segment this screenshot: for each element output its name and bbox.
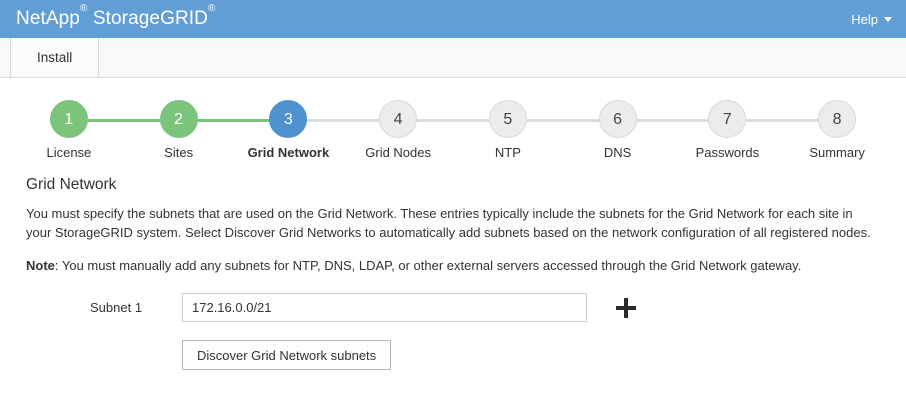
step-label-ntp: NTP: [494, 145, 521, 160]
wizard-step-license[interactable]: 1 License: [14, 100, 124, 160]
help-menu[interactable]: Help: [851, 12, 892, 27]
tab-install[interactable]: Install: [10, 38, 100, 77]
step-label-dns: DNS: [603, 145, 632, 160]
step-label-sites: Sites: [164, 145, 194, 160]
wizard-step-dns[interactable]: 6 DNS: [507, 100, 673, 160]
step-label-grid-network: Grid Network: [247, 145, 330, 160]
step-label-license: License: [46, 145, 92, 160]
step-circle-4[interactable]: 4: [379, 100, 418, 138]
step-label-summary: Summary: [809, 145, 865, 160]
step-connector: [507, 119, 618, 122]
step-connector: [68, 119, 179, 122]
brand-title: NetApp® StorageGRID®: [16, 3, 215, 30]
brand-storagegrid: StorageGRID: [92, 8, 208, 29]
step-circle-6[interactable]: 6: [598, 100, 637, 138]
step-connector: [727, 119, 838, 122]
help-label: Help: [851, 11, 878, 27]
brand-netapp: NetApp: [16, 8, 80, 29]
subnet-1-input[interactable]: [182, 293, 587, 322]
subnet-row: Subnet 1: [90, 293, 880, 322]
step-label-passwords: Passwords: [695, 145, 760, 160]
tab-install-label: Install: [37, 50, 73, 65]
wizard-step-summary[interactable]: 8 Summary: [727, 100, 892, 160]
main-content: Grid Network You must specify the subnet…: [0, 160, 906, 370]
tab-bar: Install: [0, 38, 906, 78]
brand-netapp-registered: ®: [79, 2, 88, 14]
wizard-progress: 1 License 2 Sites 3 Grid Network 4 Grid …: [0, 78, 906, 160]
step-circle-3[interactable]: 3: [269, 100, 308, 138]
chevron-down-icon: [884, 16, 892, 22]
app-header: NetApp® StorageGRID® Help: [0, 0, 906, 38]
step-circle-8[interactable]: 8: [818, 100, 857, 138]
note-body: : You must manually add any subnets for …: [54, 258, 802, 273]
brand-storagegrid-registered: ®: [208, 2, 216, 14]
add-subnet-icon[interactable]: [616, 297, 636, 318]
wizard-step-sites[interactable]: 2 Sites: [68, 100, 234, 160]
step-connector: [617, 119, 728, 122]
step-connector: [398, 119, 508, 122]
step-label-grid-nodes: Grid Nodes: [365, 145, 431, 160]
step-connector: [288, 119, 399, 122]
wizard-step-passwords[interactable]: 7 Passwords: [617, 100, 783, 160]
step-circle-1[interactable]: 1: [49, 100, 88, 138]
discover-grid-network-subnets-button[interactable]: Discover Grid Network subnets: [182, 340, 392, 370]
step-circle-2[interactable]: 2: [159, 100, 198, 138]
step-connector: [178, 119, 289, 122]
page-title: Grid Network: [26, 176, 117, 193]
description-text: You must specify the subnets that are us…: [26, 206, 871, 240]
step-circle-7[interactable]: 7: [708, 100, 747, 138]
wizard-step-grid-network[interactable]: 3 Grid Network: [178, 100, 344, 160]
step-circle-5[interactable]: 5: [488, 100, 527, 138]
discover-row: Discover Grid Network subnets: [90, 340, 880, 370]
note-prefix: Note: [26, 258, 55, 273]
subnet-1-label: Subnet 1: [90, 300, 143, 315]
wizard-step-ntp[interactable]: 5 NTP: [398, 100, 563, 160]
wizard-step-grid-nodes[interactable]: 4 Grid Nodes: [288, 100, 453, 160]
note-text: Note: You must manually add any subnets …: [26, 256, 880, 275]
